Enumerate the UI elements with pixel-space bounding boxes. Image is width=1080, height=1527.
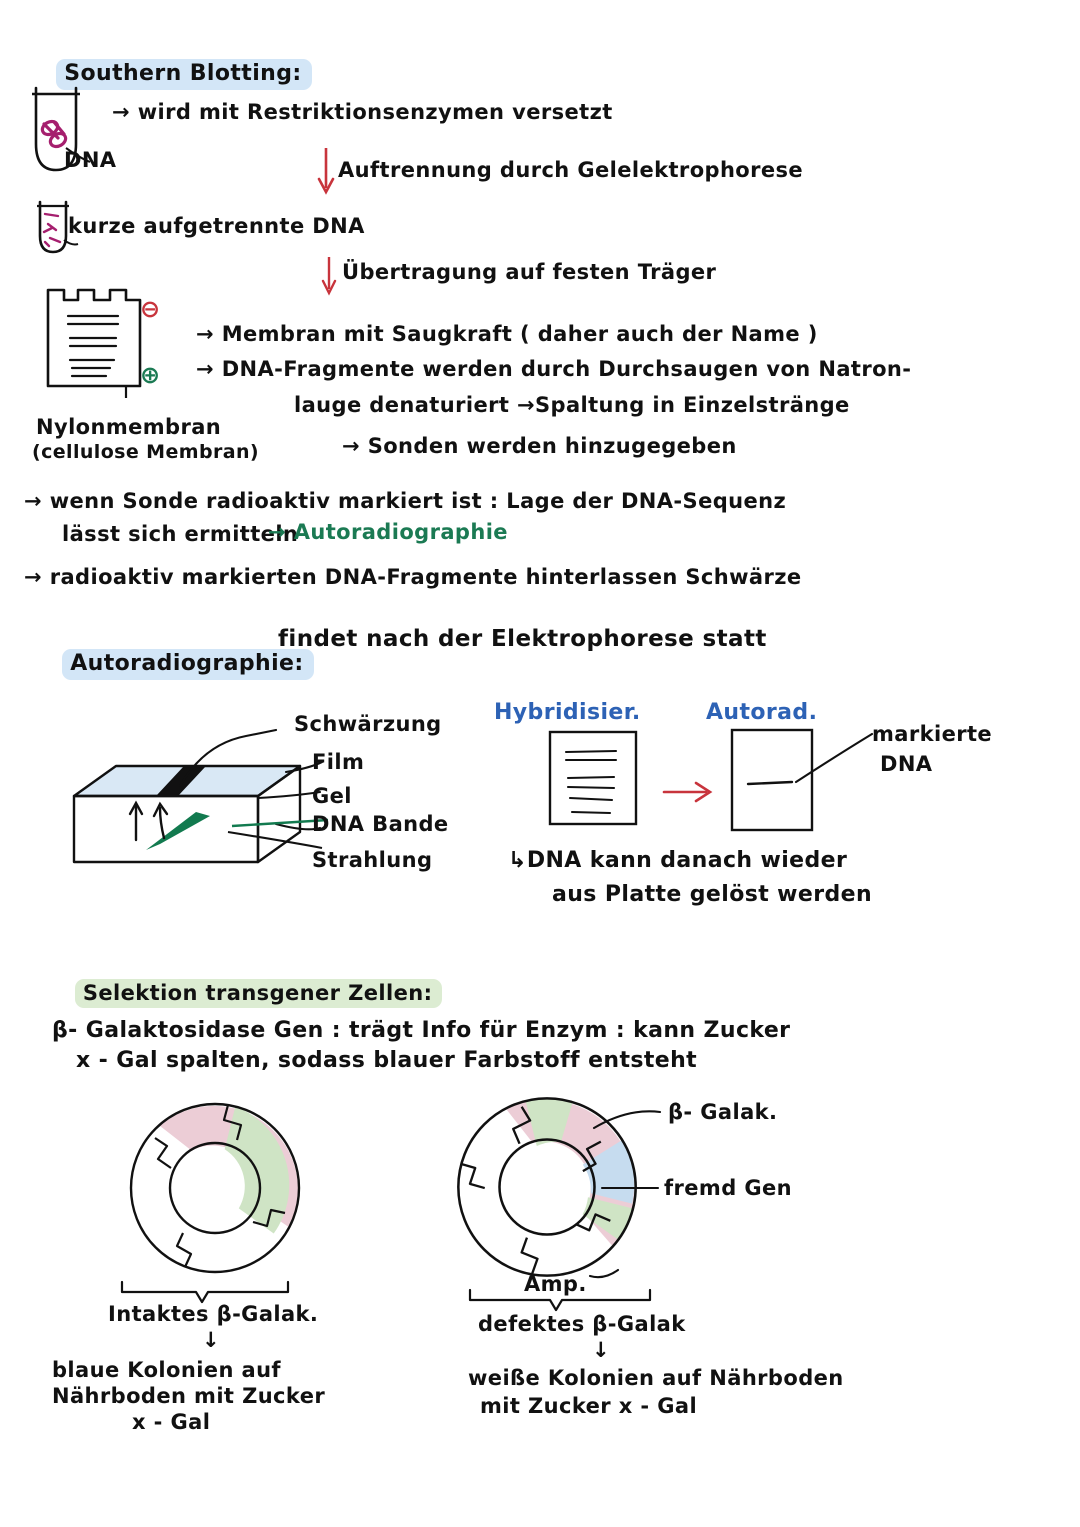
gel-box-label-strahlung: Strahlung: [312, 848, 433, 872]
autoradiographie-heading: Autoradiographie:: [30, 624, 314, 705]
southern-note1-line1: → wenn Sonde radioaktiv markiert ist : L…: [24, 489, 787, 513]
autoradiographie-heading-rest: findet nach der Elektrophorese statt: [278, 626, 767, 652]
left-caption-arrow: ↓: [202, 1328, 220, 1352]
membrane-bullet-2: → DNA-Fragmente werden durch Durchsaugen…: [196, 357, 912, 381]
left-caption-line1: blaue Kolonien auf: [52, 1358, 281, 1382]
right-caption-line1: weiße Kolonien auf Nährboden: [468, 1366, 844, 1390]
plasmid-intact-diagram: [129, 1102, 301, 1274]
tube1-label: DNA: [64, 148, 117, 172]
gel-box-label-gel: Gel: [312, 784, 352, 808]
membrane-minus-pole: ⊖: [140, 295, 161, 323]
red-down-arrow-1-icon: [317, 148, 335, 195]
southern-step1-text: → wird mit Restriktionsenzymen versetzt: [112, 100, 613, 124]
gel-box-label-film: Film: [312, 750, 365, 774]
test-tube-fragments-icon: [37, 200, 79, 254]
membrane-bullet-4: → Sonden werden hinzugegeben: [342, 434, 737, 458]
autoradiogram-film-icon: [730, 728, 814, 832]
red-right-arrow-icon: [662, 781, 713, 803]
nylon-membrane-icon: [46, 288, 142, 398]
right-caption-arrow: ↓: [592, 1338, 610, 1362]
left-caption-line2: Nährboden mit Zucker: [52, 1384, 326, 1408]
southern-blotting-heading: Southern Blotting:: [24, 34, 312, 115]
southern-arrow1-label: Auftrennung durch Gelelektrophorese: [338, 158, 804, 182]
marked-dna-label-line2: DNA: [880, 752, 933, 776]
membrane-bullet-3: lauge denaturiert →Spaltung in Einzelstr…: [294, 393, 850, 417]
left-caption-title: Intaktes β-Galak.: [108, 1302, 319, 1326]
plasmid-recombinant-diagram: [457, 1097, 637, 1277]
gel-box-3d-diagram: [72, 764, 302, 864]
left-plasmid-brace: [120, 1280, 290, 1304]
southern-note1-line2: lässt sich ermitteln: [62, 522, 299, 546]
membrane-caption-line1: Nylonmembran: [36, 415, 222, 439]
test-tube-dna-icon: [32, 86, 91, 172]
autoradiographie-inline-link: → Autoradiographie: [268, 520, 508, 544]
right-caption-line2: mit Zucker x - Gal: [480, 1394, 698, 1418]
right-plasmid-label-foreign-gene: fremd Gen: [664, 1176, 792, 1200]
gel-box-leader-lines: [178, 728, 329, 850]
right-plasmid-leader-lines: [588, 1110, 662, 1279]
right-plasmid-label-beta-gal: β- Galak.: [668, 1100, 778, 1124]
southern-note2: → radioaktiv markierten DNA-Fragmente hi…: [24, 565, 802, 589]
membrane-bullet-1: → Membran mit Saugkraft ( daher auch der…: [196, 322, 818, 346]
membrane-plus-pole: ⊕: [140, 361, 161, 389]
right-plasmid-label-amp: Amp.: [524, 1272, 587, 1296]
gel-box-label-schwaerzung: Schwärzung: [294, 712, 442, 736]
selektion-heading-text: Selektion transgener Zellen:: [74, 979, 443, 1009]
hybridisier-label: Hybridisier.: [494, 700, 641, 725]
hybridisation-membrane-icon: [548, 730, 638, 826]
selektion-heading: Selektion transgener Zellen:: [44, 955, 443, 1032]
autorad-label: Autorad.: [706, 700, 818, 725]
gel-box-label-dna-bande: DNA Bande: [312, 812, 449, 836]
right-caption-title: defektes β-Galak: [478, 1312, 686, 1336]
marked-dna-leader-line: [794, 732, 874, 784]
southern-heading-text: Southern Blotting:: [56, 59, 312, 90]
autoradiographie-heading-text: Autoradiographie:: [62, 649, 314, 680]
left-caption-line3: x - Gal: [132, 1410, 211, 1434]
marked-dna-label-line1: markierte: [872, 722, 993, 746]
right-plasmid-brace: [468, 1288, 652, 1312]
selektion-intro-line2: x - Gal spalten, sodass blauer Farbstoff…: [76, 1048, 698, 1073]
autoradiographie-bottom-note-line2: aus Platte gelöst werden: [552, 882, 873, 907]
membrane-caption-line2: (cellulose Membran): [32, 441, 259, 463]
red-down-arrow-2-icon: [321, 257, 337, 296]
southern-step2-text: kurze aufgetrennte DNA: [68, 214, 365, 238]
southern-arrow2-label: Übertragung auf festen Träger: [342, 260, 717, 284]
selektion-intro-line1: β- Galaktosidase Gen : trägt Info für En…: [52, 1018, 791, 1043]
autoradiographie-bottom-note-line1: ↳DNA kann danach wieder: [508, 848, 848, 873]
